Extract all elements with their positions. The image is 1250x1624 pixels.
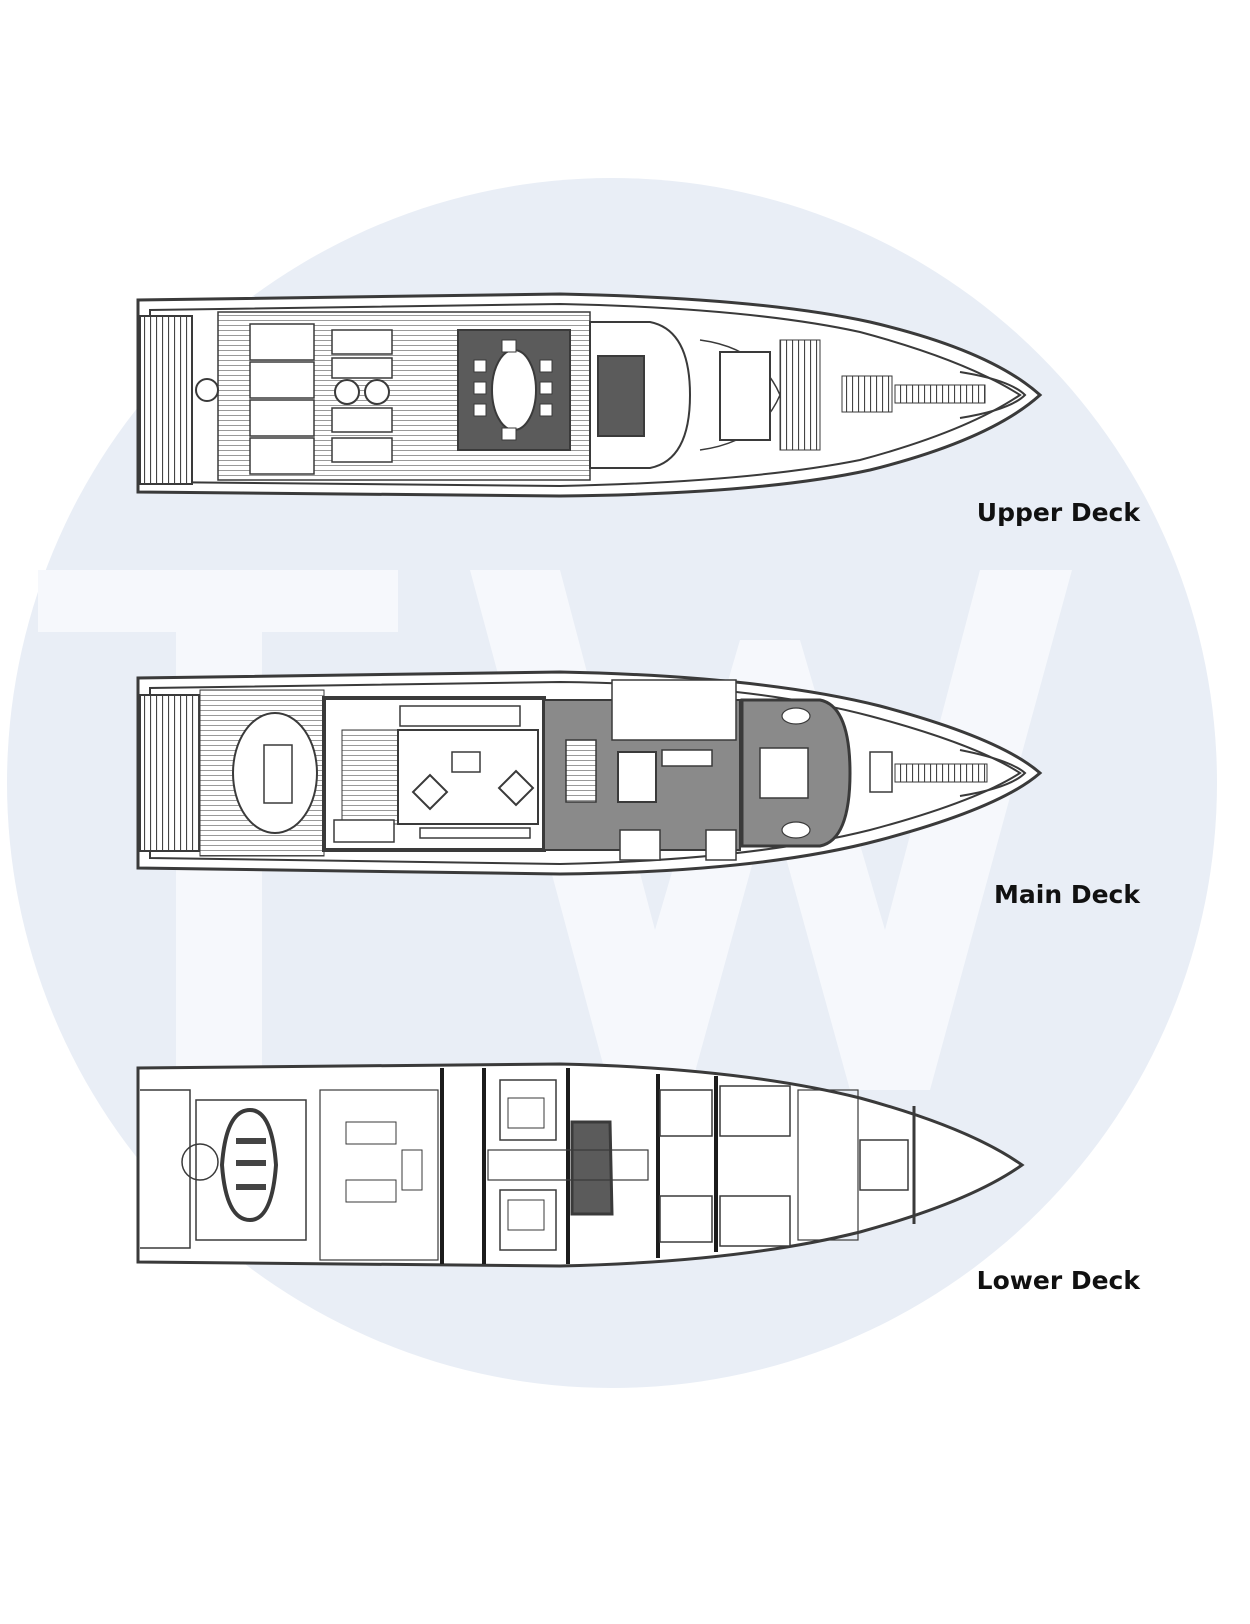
upper-dining-table — [491, 349, 537, 431]
main-galley — [611, 679, 737, 741]
main-swim-platform — [139, 694, 201, 852]
upper-deck-label: Upper Deck — [976, 498, 1140, 527]
lower-tender-buoy — [181, 1143, 219, 1181]
upper-sunbeds — [249, 323, 393, 475]
main-pantry — [617, 751, 657, 803]
upper-bow-walkway — [894, 384, 986, 404]
lower-deck-label: Lower Deck — [976, 1266, 1140, 1295]
main-bath-tub-2 — [781, 821, 811, 839]
lower-stair-core — [570, 1120, 614, 1216]
main-saloon-floor — [341, 729, 399, 825]
upper-hull-inner — [149, 302, 1022, 488]
upper-round-table-2 — [364, 379, 390, 405]
main-coffee-table — [451, 751, 481, 773]
main-saloon-sofa — [399, 705, 521, 727]
upper-dining-chairs — [473, 339, 553, 441]
main-bath-tub-1 — [781, 707, 811, 725]
main-armchair-1 — [411, 773, 449, 811]
upper-stern-platform — [139, 315, 193, 485]
lower-crew-mess — [797, 1089, 859, 1241]
main-side-locker-1 — [619, 829, 661, 861]
upper-foredeck-grid — [841, 375, 893, 413]
lower-deck-plan — [136, 1062, 1025, 1268]
main-staircase — [565, 739, 597, 803]
lower-bulkheads — [440, 1068, 718, 1264]
upper-fore-panel — [719, 351, 771, 441]
lower-bed-1 — [507, 1097, 545, 1129]
lower-corridor — [487, 1149, 649, 1181]
lower-bed-2 — [507, 1199, 545, 1231]
lower-tender-seats — [236, 1138, 266, 1190]
main-fore-locker — [869, 751, 893, 793]
main-side-locker-2 — [705, 829, 737, 861]
upper-helm-station — [597, 355, 645, 437]
main-owner-bed — [759, 747, 809, 799]
lower-engine-room — [319, 1089, 439, 1261]
main-bow-tip — [959, 749, 1027, 797]
main-saloon-cabinet — [419, 827, 531, 839]
lower-cabins — [499, 1079, 791, 1251]
main-bar — [333, 819, 395, 843]
main-armchair-2 — [497, 769, 535, 807]
lower-tender-garage — [140, 1089, 191, 1249]
upper-fore-teak — [779, 339, 821, 451]
upper-deck-plan — [136, 292, 1043, 498]
upper-round-table-1 — [334, 379, 360, 405]
lower-engines — [345, 1121, 423, 1203]
main-day-head — [661, 749, 713, 767]
upper-stool — [195, 378, 219, 402]
main-bow-walkway — [894, 763, 988, 783]
lower-crew-head — [859, 1139, 909, 1191]
main-aft-table — [263, 744, 293, 804]
main-deck-plan — [136, 670, 1043, 876]
main-deck-label: Main Deck — [994, 880, 1140, 909]
upper-bow-tip — [959, 371, 1027, 419]
